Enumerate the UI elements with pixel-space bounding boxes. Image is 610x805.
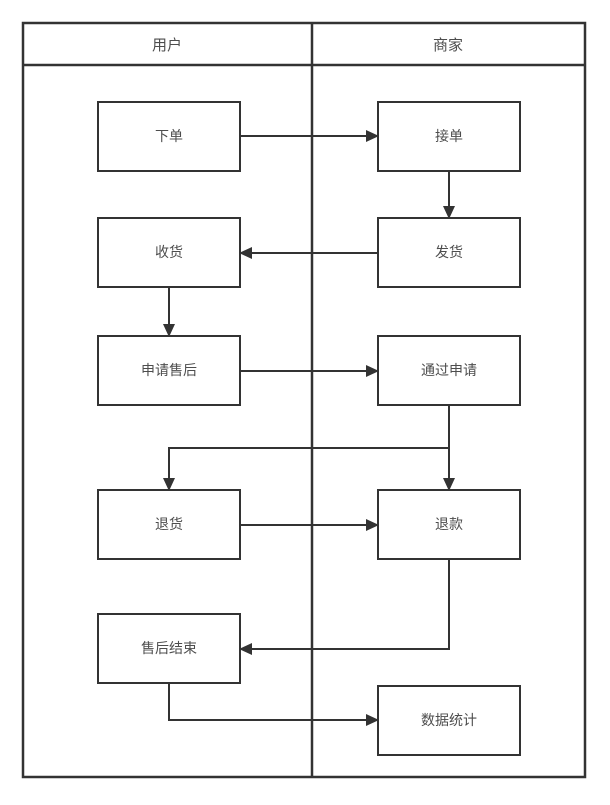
node-apply-after-sales-box xyxy=(97,335,241,406)
node-return-goods-label: 退货 xyxy=(155,516,183,532)
edge-after-sales-end-to-data-statistics xyxy=(168,683,379,726)
node-place-order: 下单 xyxy=(97,101,241,172)
node-ship-goods: 发货 xyxy=(377,217,521,288)
node-accept-order-label: 接单 xyxy=(435,128,463,144)
node-after-sales-end-box xyxy=(97,613,241,684)
node-ship-goods-box xyxy=(377,217,521,288)
node-approve-request: 通过申请 xyxy=(377,335,521,406)
node-ship-goods-label: 发货 xyxy=(435,244,463,260)
swimlane-pool: 用户 商家 xyxy=(21,21,587,779)
lane-header-user: 用户 xyxy=(152,37,182,54)
node-accept-order-box xyxy=(377,101,521,172)
node-approve-request-box xyxy=(377,335,521,406)
node-place-order-label: 下单 xyxy=(155,128,183,144)
node-receive-goods-box xyxy=(97,217,241,288)
pool-outer-border xyxy=(21,21,587,779)
node-receive-goods: 收货 xyxy=(97,217,241,288)
node-data-statistics: 数据统计 xyxy=(377,685,521,756)
node-data-statistics-box xyxy=(377,685,521,756)
node-return-goods: 退货 xyxy=(97,489,241,560)
node-apply-after-sales-label: 申请售后 xyxy=(141,362,197,378)
lane-header-merchant: 商家 xyxy=(433,37,463,54)
node-approve-request-label: 通过申请 xyxy=(421,362,477,378)
node-after-sales-end: 售后结束 xyxy=(97,613,241,684)
node-return-goods-box xyxy=(97,489,241,560)
node-receive-goods-label: 收货 xyxy=(155,244,183,260)
node-after-sales-end-label: 售后结束 xyxy=(141,640,197,656)
edge-refund-to-after-sales-end xyxy=(239,559,450,655)
node-place-order-box xyxy=(97,101,241,172)
node-data-statistics-label: 数据统计 xyxy=(421,712,477,728)
edges xyxy=(163,130,455,726)
node-refund-box xyxy=(377,489,521,560)
node-apply-after-sales: 申请售后 xyxy=(97,335,241,406)
nodes: 下单 接单 收货 发货 申请售后 通过申请 xyxy=(97,101,521,756)
edge-approve-request-to-return-goods xyxy=(163,405,450,491)
node-accept-order: 接单 xyxy=(377,101,521,172)
node-refund: 退款 xyxy=(377,489,521,560)
node-refund-label: 退款 xyxy=(435,516,463,532)
